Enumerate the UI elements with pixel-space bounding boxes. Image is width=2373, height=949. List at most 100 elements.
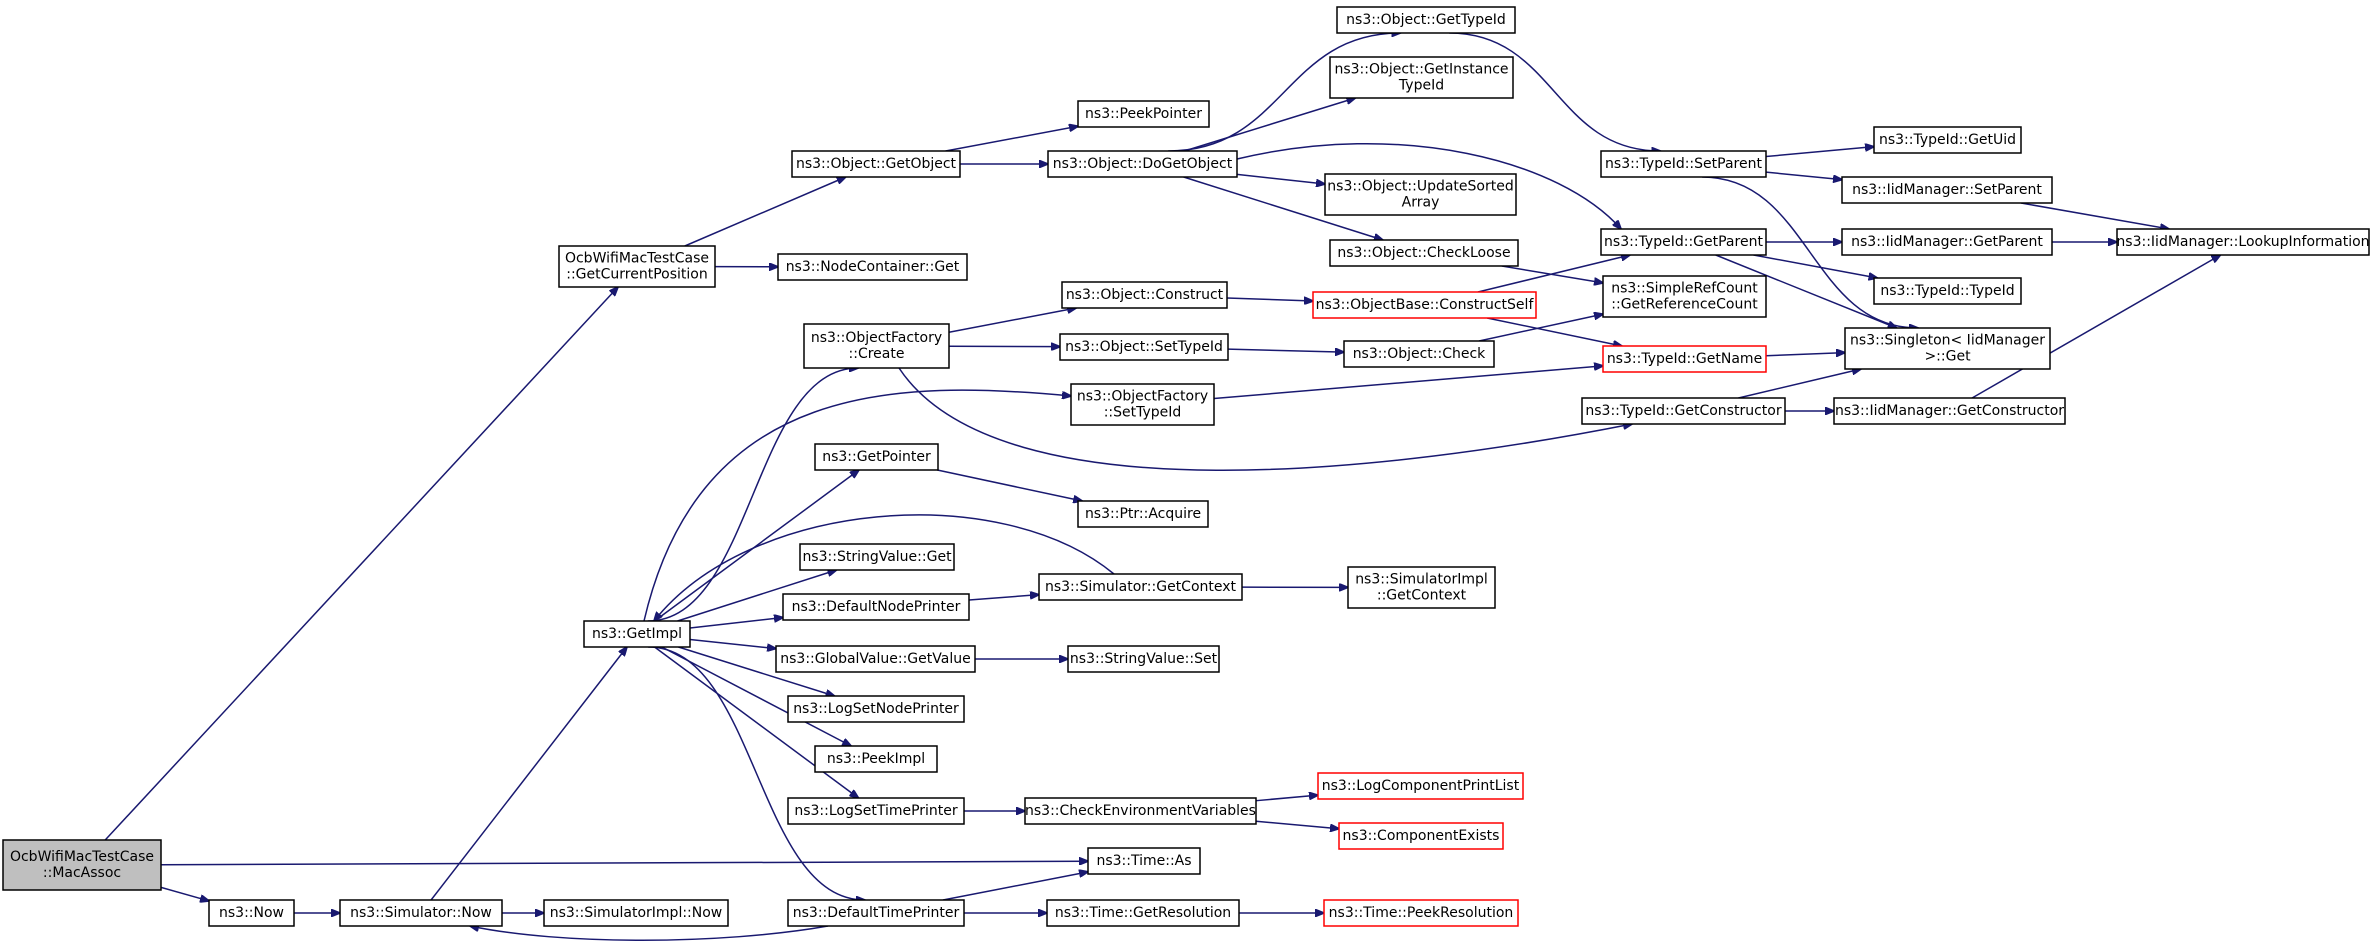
node-componentexists[interactable]: ns3::ComponentExists — [1338, 822, 1504, 850]
node-obj_construct[interactable]: ns3::Object::Construct — [1061, 281, 1228, 309]
node-globalvalue_getvalue-box — [775, 645, 976, 673]
node-ptr_acquire-label-0: ns3::Ptr::Acquire — [1085, 506, 1201, 522]
node-peekimpl[interactable]: ns3::PeekImpl — [814, 745, 938, 773]
node-simimpl_now[interactable]: ns3::SimulatorImpl::Now — [543, 899, 729, 927]
node-iid_getconstructor[interactable]: ns3::IidManager::GetConstructor — [1833, 397, 2066, 425]
node-objfactory_settypeid-label-1: ::SetTypeId — [1104, 405, 1182, 421]
node-iid_setparent[interactable]: ns3::IidManager::SetParent — [1841, 176, 2053, 204]
node-now[interactable]: ns3::Now — [208, 899, 295, 927]
node-simimpl_getcontext-label-1: ::GetContext — [1377, 588, 1467, 604]
node-logsetnodeprinter-box — [787, 695, 965, 723]
node-objbase_constructself-box — [1312, 291, 1537, 319]
node-updatesorted-label-1: Array — [1402, 195, 1440, 211]
node-checkenv[interactable]: ns3::CheckEnvironmentVariables — [1024, 797, 1257, 825]
node-typeid_getname[interactable]: ns3::TypeId::GetName — [1602, 345, 1767, 373]
edge-typeid_setparent-to-typeid_getuid — [1765, 147, 1874, 158]
node-macassoc-box — [2, 839, 162, 891]
node-globalvalue_getvalue[interactable]: ns3::GlobalValue::GetValue — [775, 645, 976, 673]
node-stringvalue_get[interactable]: ns3::StringValue::Get — [799, 543, 955, 571]
node-sim_now[interactable]: ns3::Simulator::Now — [339, 899, 503, 927]
edge-getimpl-to-objfactory_settypeid — [643, 389, 1071, 622]
node-obj_getobject[interactable]: ns3::Object::GetObject — [791, 150, 961, 178]
node-typeid_setparent[interactable]: ns3::TypeId::SetParent — [1600, 150, 1767, 178]
node-defaulttimeprinter-label-0: ns3::DefaultTimePrinter — [793, 905, 960, 921]
edge-checkenv-to-logcomponentprintlist — [1255, 795, 1318, 802]
node-typeid_getconstructor[interactable]: ns3::TypeId::GetConstructor — [1581, 397, 1786, 425]
node-defaultnodeprinter[interactable]: ns3::DefaultNodePrinter — [782, 593, 970, 621]
node-componentexists-box — [1338, 822, 1504, 850]
node-singleton_get-box — [1844, 327, 2051, 370]
edge-typeid_setparent-to-iid_setparent — [1765, 171, 1842, 179]
node-iid_getparent[interactable]: ns3::IidManager::GetParent — [1841, 228, 2053, 256]
node-checkloose-box — [1329, 239, 1519, 267]
node-defaultnodeprinter-box — [782, 593, 970, 621]
node-logsettimeprinter[interactable]: ns3::LogSetTimePrinter — [787, 797, 965, 825]
node-getimpl[interactable]: ns3::GetImpl — [583, 620, 691, 648]
node-singleton_get[interactable]: ns3::Singleton< IidManager >::Get — [1844, 327, 2051, 370]
edge-objbase_constructself-to-typeid_getparent — [1477, 255, 1630, 293]
edge-dogetobject-to-updatesorted — [1236, 173, 1325, 184]
node-time_as[interactable]: ns3::Time::As — [1087, 847, 1201, 875]
edge-dogetobject-to-getinstancetypeid — [1184, 98, 1355, 152]
node-stringvalue_set[interactable]: ns3::StringValue::Set — [1067, 645, 1220, 673]
node-sim_now-box — [339, 899, 503, 927]
node-obj_settypeid[interactable]: ns3::Object::SetTypeId — [1059, 333, 1229, 361]
node-typeid_getuid-box — [1873, 126, 2022, 154]
node-dogetobject[interactable]: ns3::Object::DoGetObject — [1047, 150, 1238, 178]
node-macassoc-label-0: OcbWifiMacTestCase — [10, 849, 154, 865]
node-checkloose[interactable]: ns3::Object::CheckLoose — [1329, 239, 1519, 267]
node-typeid_getuid[interactable]: ns3::TypeId::GetUid — [1873, 126, 2022, 154]
node-objfactory_create-label-1: ::Create — [849, 346, 905, 362]
node-simimpl_getcontext[interactable]: ns3::SimulatorImpl::GetContext — [1347, 566, 1496, 609]
edge-obj_getobject-to-peekpointer — [945, 126, 1078, 152]
node-sim_getcontext-label-0: ns3::Simulator::GetContext — [1045, 579, 1237, 595]
node-checkenv-label-0: ns3::CheckEnvironmentVariables — [1025, 803, 1256, 819]
edge-obj_check-to-simplerefcount — [1478, 314, 1603, 342]
node-objbase_constructself[interactable]: ns3::ObjectBase::ConstructSelf — [1312, 291, 1537, 319]
node-iid_getconstructor-box — [1833, 397, 2066, 425]
node-peekpointer[interactable]: ns3::PeekPointer — [1077, 100, 1210, 128]
node-time_peekresolution-label-0: ns3::Time::PeekResolution — [1329, 905, 1514, 921]
node-iid_getparent-box — [1841, 228, 2053, 256]
edge-dogetobject-to-checkloose — [1183, 176, 1383, 240]
node-objfactory_create[interactable]: ns3::ObjectFactory::Create — [803, 323, 950, 369]
node-nodecont_get-box — [777, 253, 968, 281]
node-logcomponentprintlist[interactable]: ns3::LogComponentPrintList — [1317, 772, 1524, 800]
edge-macassoc-to-getcurpos — [104, 287, 618, 841]
node-peekimpl-box — [814, 745, 938, 773]
node-ptr_acquire[interactable]: ns3::Ptr::Acquire — [1077, 500, 1209, 528]
node-gettypeid[interactable]: ns3::Object::GetTypeId — [1336, 6, 1516, 34]
node-sim_getcontext[interactable]: ns3::Simulator::GetContext — [1038, 573, 1243, 601]
node-getpointer[interactable]: ns3::GetPointer — [814, 443, 939, 471]
node-typeid_typeid-box — [1873, 277, 2022, 305]
node-obj_check[interactable]: ns3::Object::Check — [1343, 340, 1495, 368]
node-objfactory_settypeid[interactable]: ns3::ObjectFactory::SetTypeId — [1070, 383, 1215, 426]
node-getpointer-label-0: ns3::GetPointer — [822, 449, 931, 465]
node-objfactory_create-box — [803, 323, 950, 369]
node-getcurpos[interactable]: OcbWifiMacTestCase::GetCurrentPosition — [558, 245, 716, 288]
node-sim_now-label-0: ns3::Simulator::Now — [350, 905, 492, 921]
node-stringvalue_get-label-0: ns3::StringValue::Get — [802, 549, 952, 565]
node-logsetnodeprinter[interactable]: ns3::LogSetNodePrinter — [787, 695, 965, 723]
node-dogetobject-label-0: ns3::Object::DoGetObject — [1053, 156, 1233, 172]
node-simplerefcount[interactable]: ns3::SimpleRefCount::GetReferenceCount — [1602, 275, 1767, 318]
node-now-box — [208, 899, 295, 927]
node-typeid_typeid[interactable]: ns3::TypeId::TypeId — [1873, 277, 2022, 305]
node-time_getresolution[interactable]: ns3::Time::GetResolution — [1046, 899, 1240, 927]
node-updatesorted-box — [1324, 173, 1517, 216]
node-getcurpos-box — [558, 245, 716, 288]
node-defaulttimeprinter[interactable]: ns3::DefaultTimePrinter — [787, 899, 965, 927]
node-macassoc[interactable]: OcbWifiMacTestCase::MacAssoc — [2, 839, 162, 891]
node-simimpl_getcontext-box — [1347, 566, 1496, 609]
node-nodecont_get[interactable]: ns3::NodeContainer::Get — [777, 253, 968, 281]
nodes-layer: OcbWifiMacTestCase::MacAssocOcbWifiMacTe… — [2, 6, 2370, 927]
node-time_peekresolution[interactable]: ns3::Time::PeekResolution — [1323, 899, 1519, 927]
edge-defaulttimeprinter-to-sim_now — [470, 926, 829, 941]
node-logsetnodeprinter-label-0: ns3::LogSetNodePrinter — [793, 701, 959, 717]
node-iid_lookup[interactable]: ns3::IidManager::LookupInformation — [2116, 228, 2370, 256]
node-typeid_getparent[interactable]: ns3::TypeId::GetParent — [1600, 228, 1767, 256]
node-defaulttimeprinter-box — [787, 899, 965, 927]
node-macassoc-label-1: ::MacAssoc — [43, 865, 121, 881]
